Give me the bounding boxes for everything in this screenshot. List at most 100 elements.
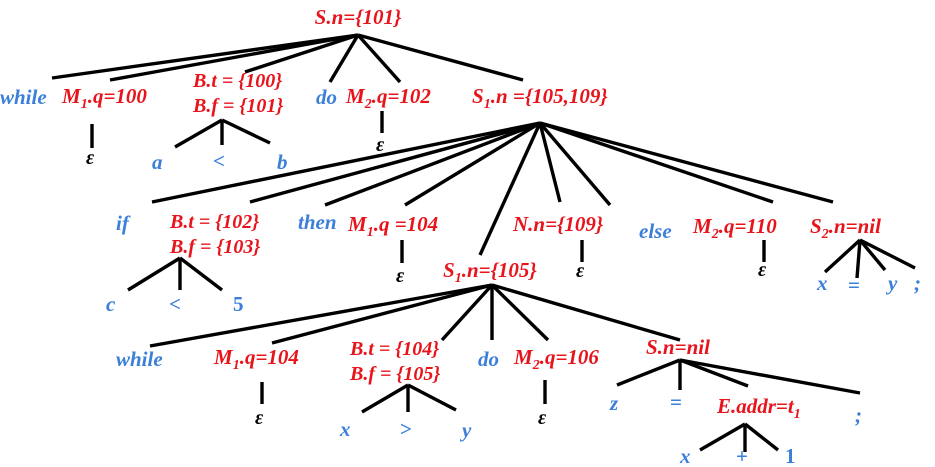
node-s1-top-rest: .n ={105,109} [491, 84, 609, 108]
edge-s1i-while [149, 283, 493, 348]
token-semicolon-assign: ; [914, 271, 921, 295]
edge-b-a [174, 118, 223, 149]
edge-s1-m2 [539, 121, 774, 204]
token-eq-inner: = [670, 390, 682, 414]
token-a: a [152, 150, 163, 174]
node-m2-if-base: M [692, 214, 713, 238]
node-m2-inner-base: M [513, 345, 534, 369]
node-m2-inner-sub: 2 [532, 358, 540, 373]
edge-bi-y [407, 383, 457, 412]
node-s1-inner-sub: 1 [455, 271, 462, 286]
node-s1-top-base: S [472, 84, 484, 108]
edge-root-do [328, 34, 360, 83]
edge-s1-b [249, 121, 541, 204]
epsilon-m1-top: ε [86, 147, 95, 169]
node-m2-top-rest: .q=102 [372, 84, 432, 108]
edge-root-s1 [357, 33, 524, 82]
token-one: 1 [785, 444, 796, 467]
node-e-addr: E.addr=t1 [716, 394, 801, 422]
node-m2-if-rest: .q=110 [719, 214, 778, 238]
node-m1-if-base: M [347, 212, 368, 236]
edge-e-x [699, 422, 746, 452]
edge-root-while [51, 33, 359, 80]
edge-s1-then [324, 121, 541, 207]
node-e-addr-sub: 1 [794, 407, 801, 422]
epsilon-m2-top: ε [376, 134, 385, 156]
node-m1-if-sub: 1 [367, 225, 374, 240]
token-less-than-top: < [213, 149, 225, 173]
node-m2-top-base: M [345, 84, 366, 108]
node-m1-top-rest: .q=100 [88, 84, 148, 108]
edge-s2-y [858, 238, 887, 272]
node-b-top-true: B.t = {100} [192, 70, 282, 92]
token-x-assign: x [816, 271, 828, 295]
token-do-inner: do [478, 347, 499, 371]
edge-s2-x [823, 238, 862, 274]
node-m2-if: M2.q=110 [692, 214, 777, 242]
token-else: else [639, 219, 672, 243]
edge-s1i-b [440, 283, 494, 342]
edge-s1-s2 [539, 121, 834, 204]
edge-root-m1 [109, 33, 359, 82]
node-s1-inner-rest: .n={105} [462, 258, 538, 282]
node-s2-if-rest: .n=nil [829, 214, 881, 238]
epsilon-m1-inner: ε [255, 407, 264, 429]
node-b-if-true: B.t = {102} [169, 211, 259, 233]
node-s2-if: S2.n=nil [810, 214, 881, 242]
node-n-if: N.n={109} [512, 212, 604, 236]
node-s-inner: S.n=nil [646, 335, 710, 359]
edge-s1i-m1 [271, 283, 493, 345]
edge-root-m2 [356, 33, 402, 84]
edge-bif-c [127, 256, 181, 292]
edge-si-e [679, 358, 749, 388]
node-e-addr-base: E.addr=t [716, 394, 795, 418]
edge-s1i-m2 [490, 283, 550, 342]
edge-root-b [244, 33, 359, 74]
node-m1-inner-sub: 1 [233, 358, 240, 373]
token-if: if [116, 211, 131, 235]
token-while-inner: while [116, 347, 163, 371]
token-plus: + [736, 444, 748, 467]
token-y-compare: y [459, 418, 472, 442]
edge-s1-n [538, 122, 562, 203]
token-semicolon-inner: ; [855, 403, 862, 427]
node-m1-if-rest: .q =104 [374, 212, 438, 236]
edge-s2-semi [859, 238, 916, 270]
edge-e-1 [743, 422, 780, 452]
edge-s1-m1 [404, 121, 541, 207]
epsilon-m1-if: ε [396, 265, 405, 287]
token-c: c [106, 292, 116, 316]
tree-edges [51, 33, 916, 452]
node-s2-if-base: S [810, 214, 822, 238]
node-b-inner-false: B.f = {105} [349, 363, 440, 385]
edge-bi-x [361, 383, 409, 414]
edge-s1-else [538, 121, 612, 207]
node-m1-if: M1.q =104 [347, 212, 438, 240]
node-m1-inner: M1.q=104 [213, 345, 299, 373]
edge-si-z [616, 358, 681, 387]
node-b-if-false: B.f = {103} [169, 236, 260, 258]
node-m2-if-sub: 2 [711, 227, 719, 242]
node-m1-top: M1.q=100 [61, 84, 147, 112]
epsilon-n-if: ε [576, 260, 585, 282]
node-root: S.n={101} [315, 5, 402, 29]
edge-b-b [221, 118, 271, 145]
node-m2-inner-rest: .q=106 [540, 345, 600, 369]
token-then: then [298, 210, 337, 234]
node-s1-top: S1.n ={105,109} [472, 84, 608, 112]
node-s1-top-sub: 1 [484, 97, 491, 112]
edge-s1-if [151, 121, 541, 204]
token-five: 5 [233, 292, 244, 316]
token-z: z [609, 391, 619, 415]
node-m2-top: M2.q=102 [345, 84, 431, 112]
node-m1-top-base: M [61, 84, 82, 108]
node-m2-inner: M2.q=106 [513, 345, 599, 373]
token-while-top: while [0, 85, 47, 109]
edge-bif-5 [178, 256, 224, 292]
node-m2-top-sub: 2 [364, 97, 372, 112]
edge-s2-eq [855, 239, 862, 279]
token-x-plus: x [679, 444, 691, 467]
token-x-compare: x [339, 417, 351, 441]
edge-si-semi [679, 358, 861, 395]
